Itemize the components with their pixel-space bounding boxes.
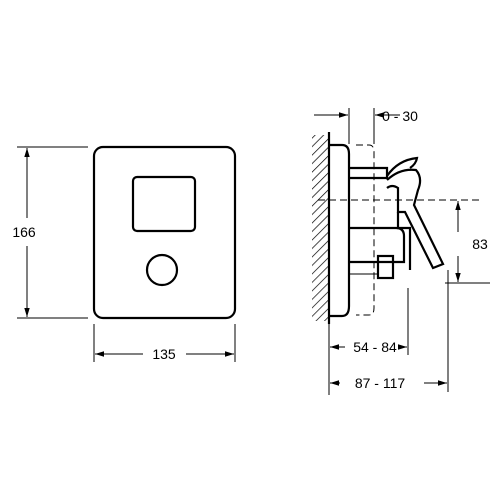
handle-height-dimension: 83: [445, 201, 490, 284]
depth-label-inner: 54 - 84: [353, 339, 397, 355]
wall-hatch: [312, 135, 329, 321]
front-view: 166 135: [12, 145, 237, 362]
diverter-knob-side: [376, 254, 395, 280]
plate-outline-extended: [356, 144, 375, 316]
cover-plate: [92, 145, 237, 320]
side-view: 0 - 30 83 54 - 84 87 - 117: [312, 108, 490, 395]
offset-label: 0 - 30: [382, 108, 418, 124]
depth-dimension-inner: 54 - 84: [328, 288, 409, 395]
diverter-knob: [145, 253, 179, 287]
width-dimension: 135: [93, 324, 236, 362]
upper-body: [349, 166, 389, 180]
depth-dimension-outer: 87 - 117: [330, 270, 449, 392]
lower-body: [349, 226, 406, 264]
handle-height-label: 83: [472, 236, 488, 252]
depth-label-outer: 87 - 117: [355, 375, 406, 391]
offset-dimension: 0 - 30: [314, 108, 418, 144]
handle-top-curve: [386, 156, 419, 177]
height-dimension: 166: [12, 146, 88, 319]
height-label: 166: [12, 224, 36, 240]
plate-profile: [329, 143, 351, 318]
handle-lever: [386, 168, 445, 270]
width-label: 135: [152, 346, 176, 362]
handle-stem: [396, 212, 412, 270]
handle-square: [131, 175, 197, 233]
